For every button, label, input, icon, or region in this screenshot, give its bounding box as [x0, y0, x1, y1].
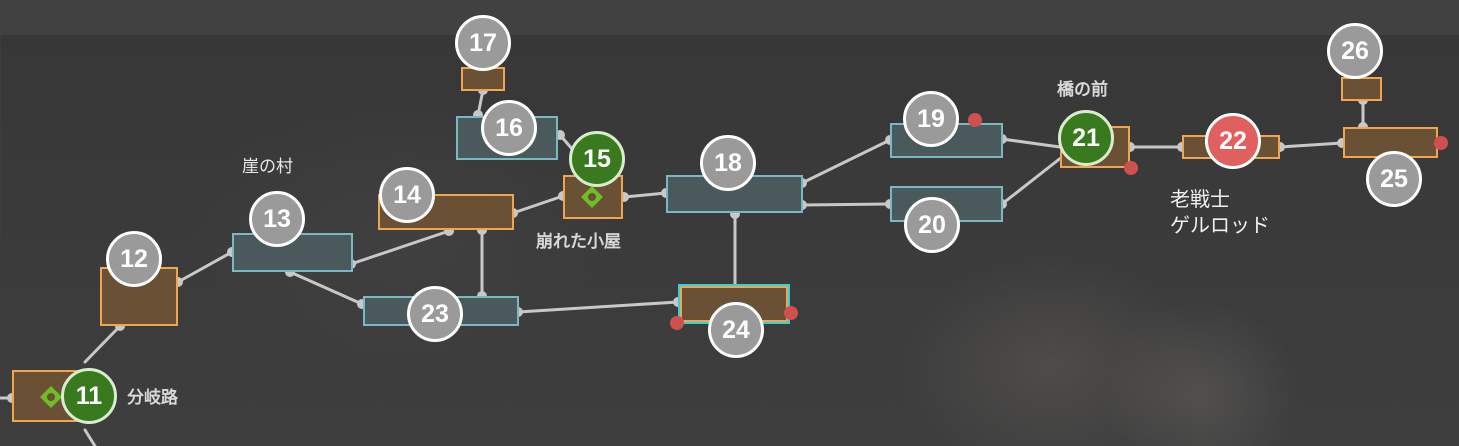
area-label-hashi-no-mae: 橋の前 [1057, 80, 1108, 100]
node-26[interactable]: 26 [1327, 23, 1383, 79]
red-marker-25 [1434, 136, 1448, 150]
node-14[interactable]: 14 [379, 167, 435, 223]
red-marker-21 [1124, 161, 1138, 175]
node-20[interactable]: 20 [904, 197, 960, 253]
boss-label-line1: 老戦士 [1170, 187, 1230, 211]
node-15[interactable]: 15 [569, 131, 625, 187]
node-24[interactable]: 24 [708, 302, 764, 358]
boss-label: 老戦士 ゲルロッド [1170, 186, 1270, 238]
red-marker-24-left [670, 316, 684, 330]
node-13[interactable]: 13 [249, 191, 305, 247]
node-12[interactable]: 12 [106, 231, 162, 287]
save-point-icon [40, 386, 62, 408]
area-label-gake-no-mura: 崖の村 [242, 157, 293, 177]
red-marker-24-right [784, 306, 798, 320]
node-25[interactable]: 25 [1366, 151, 1422, 207]
node-11[interactable]: 11 [61, 368, 117, 424]
save-point-icon [581, 186, 603, 208]
node-19[interactable]: 19 [903, 91, 959, 147]
node-18[interactable]: 18 [700, 135, 756, 191]
node-17[interactable]: 17 [455, 15, 511, 71]
node-22-boss[interactable]: 22 [1205, 113, 1261, 169]
boss-label-line2: ゲルロッド [1170, 213, 1270, 237]
red-marker-19 [968, 113, 982, 127]
top-bar [0, 0, 1459, 35]
room-26[interactable] [1341, 77, 1382, 101]
node-16[interactable]: 16 [481, 100, 537, 156]
node-23[interactable]: 23 [407, 286, 463, 342]
node-21[interactable]: 21 [1058, 110, 1114, 166]
area-label-bunkiro: 分岐路 [127, 388, 178, 408]
area-label-kuzureta-koya: 崩れた小屋 [536, 232, 621, 252]
